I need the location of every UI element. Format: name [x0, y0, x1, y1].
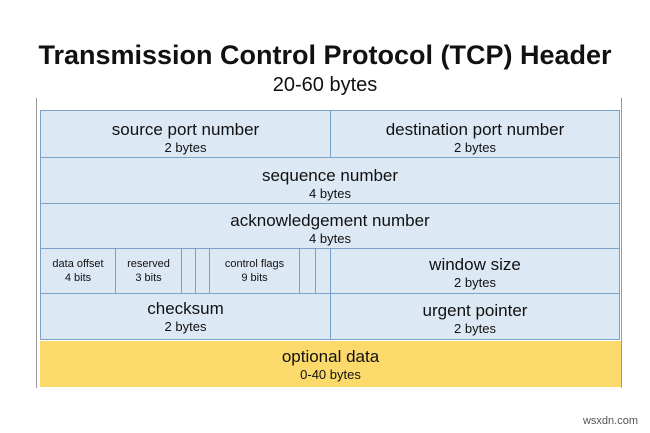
field-source-port-size: 2 bytes	[164, 140, 207, 155]
flag-bit-2	[195, 248, 210, 294]
field-reserved-name: reserved	[127, 258, 170, 270]
diagram-subtitle: 20-60 bytes	[272, 74, 378, 96]
field-urgent-pointer-name: urgent pointer	[422, 301, 528, 320]
field-urgent-pointer: urgent pointer 2 bytes	[330, 293, 620, 340]
field-reserved-size: 3 bits	[135, 272, 162, 284]
diagram-title: Transmission Control Protocol (TCP) Head…	[38, 40, 612, 70]
field-source-port: source port number 2 bytes	[40, 110, 331, 158]
flag-bit-9	[315, 248, 331, 294]
field-reserved: reserved 3 bits	[115, 248, 182, 294]
field-ack-number-name: acknowledgement number	[230, 211, 430, 230]
field-data-offset: data offset 4 bits	[40, 248, 116, 294]
field-destination-port: destination port number 2 bytes	[330, 110, 620, 158]
flag-bit-1	[181, 248, 196, 294]
field-sequence-number-name: sequence number	[261, 166, 399, 185]
field-destination-port-size: 2 bytes	[454, 140, 496, 155]
field-urgent-pointer-size: 2 bytes	[454, 321, 496, 336]
field-ack-number-size: 4 bytes	[309, 231, 351, 246]
field-checksum-name: checksum	[147, 299, 224, 318]
field-optional-data-size: 0-40 bytes	[300, 367, 361, 382]
field-control-flags-size: 9 bits	[241, 272, 268, 284]
field-sequence-number: sequence number 4 bytes	[40, 157, 620, 204]
field-sequence-number-size: 4 bytes	[309, 186, 351, 201]
flag-bit-8	[299, 248, 316, 294]
field-checksum: checksum 2 bytes	[40, 293, 331, 340]
field-window-size-name: window size	[429, 255, 521, 274]
field-control-flags: control flags 9 bits	[209, 248, 300, 294]
field-window-size-size: 2 bytes	[454, 275, 496, 290]
field-checksum-size: 2 bytes	[164, 319, 207, 334]
field-data-offset-name: data offset	[52, 258, 104, 270]
field-window-size: window size 2 bytes	[330, 248, 620, 294]
watermark: wsxdn.com	[582, 415, 638, 427]
field-optional-data-name: optional data	[281, 347, 380, 366]
field-control-flags-name: control flags	[224, 258, 285, 270]
outer-frame	[36, 98, 622, 388]
field-destination-port-name: destination port number	[385, 120, 565, 139]
field-data-offset-size: 4 bits	[64, 272, 92, 284]
field-ack-number: acknowledgement number 4 bytes	[40, 203, 620, 249]
field-source-port-name: source port number	[111, 120, 260, 139]
field-optional-data: optional data 0-40 bytes	[40, 341, 621, 387]
